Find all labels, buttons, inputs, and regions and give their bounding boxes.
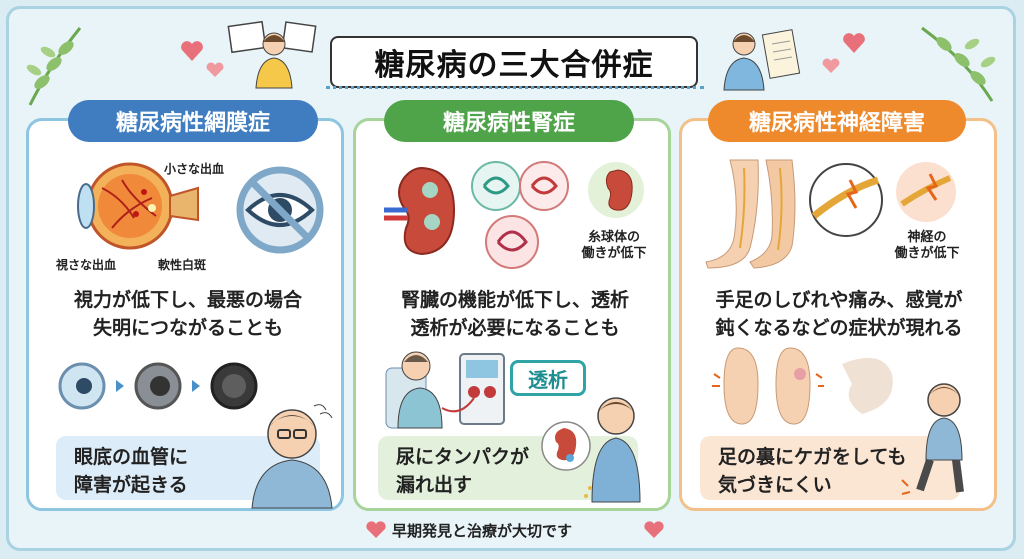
- label-soft-exudate: 軟性白斑: [158, 258, 207, 272]
- label-glomerulus: 糸球体の 働きが低下: [581, 230, 647, 261]
- heart-icon: [822, 58, 840, 73]
- neuropathy-description: 手足のしびれや痛み、感覚が 鈍くなるなどの症状が現れる: [715, 289, 963, 339]
- person-holding-scroll-icon: [723, 29, 801, 91]
- glomerulus-zoom-icon: [471, 161, 569, 269]
- label-small-bleed: 小さな出血: [164, 162, 225, 176]
- worried-man-icon: [251, 404, 333, 509]
- vision-loss-eye-icon: [236, 166, 324, 254]
- leaf-branch-right-icon: [921, 26, 996, 102]
- heart-icon: [206, 62, 224, 77]
- title-underline: [326, 86, 704, 89]
- legs-nerves-icon: [705, 159, 796, 269]
- small-kidney-icon: [588, 162, 644, 218]
- label-nerve: 神経の 働きが低下: [894, 230, 960, 261]
- label-visual-bleed: 視さな出血: [56, 258, 117, 272]
- heart-icon: [843, 33, 865, 53]
- footer-message: 早期発見と治療が大切です: [392, 522, 573, 540]
- person-holding-sign-icon: [227, 20, 317, 89]
- urine-protein-bubble-icon: [541, 421, 591, 471]
- eyeball-cross-section-icon: [77, 162, 199, 250]
- dialysis-tag: 透析: [510, 360, 586, 396]
- leaf-branch-left-icon: [26, 27, 82, 106]
- injured-boy-icon: [901, 383, 964, 495]
- heart-icon: [181, 41, 203, 61]
- kidney-icon: [384, 166, 456, 256]
- heart-icon: [644, 521, 664, 538]
- dialysis-patient-icon: [385, 351, 505, 429]
- nerve-damage-icon: [896, 162, 956, 222]
- retinopathy-heading: 糖尿病性網膜症: [68, 100, 318, 142]
- retinopathy-description: 視力が低下し、最悪の場合 失明につながることも: [73, 289, 302, 339]
- nephropathy-heading: 糖尿病性腎症: [384, 100, 634, 142]
- heart-icon: [366, 521, 386, 538]
- nerve-zoom-icon: [809, 163, 883, 237]
- page-title: 糖尿病の三大合併症: [330, 36, 698, 88]
- neuropathy-heading: 糖尿病性神経障害: [708, 100, 966, 142]
- boy-icon: [584, 397, 641, 503]
- vision-progression-icon: [58, 362, 258, 410]
- feet-soles-icon: [712, 347, 893, 425]
- neuropathy-callout: 足の裏にケガをしても 気づきにくい: [700, 436, 960, 500]
- nephropathy-description: 腎臓の機能が低下し、透析 透析が必要になることも: [400, 289, 629, 339]
